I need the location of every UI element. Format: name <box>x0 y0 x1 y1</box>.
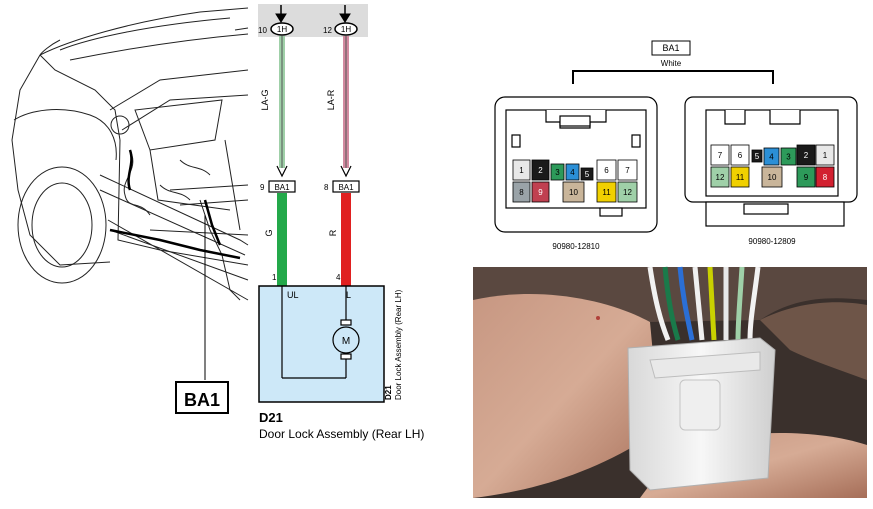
right-connector-cell-6 <box>730 144 750 166</box>
left-connector-cell-1 <box>512 159 531 181</box>
top-pin-num-right: 12 <box>323 26 332 35</box>
left-connector-cell-label: 8 <box>519 188 524 197</box>
left-connector-cell-label: 5 <box>585 170 590 179</box>
mid-pin-code-left: BA1 <box>274 183 290 192</box>
left-connector-cell-6 <box>596 159 617 181</box>
component-side-code: D21 <box>384 385 393 400</box>
right-connector-cell-label: 8 <box>823 173 828 182</box>
wire-upper-left-core <box>281 36 283 168</box>
right-connector-cell-label: 7 <box>718 151 723 160</box>
right-connector-cell-9 <box>796 166 816 188</box>
mid-pin-right-box <box>332 180 360 193</box>
left-connector-cell-10 <box>562 181 585 203</box>
right-connector-cell-label: 11 <box>736 173 745 182</box>
left-connector-cell-label: 12 <box>623 188 632 197</box>
terminal-l: L <box>346 290 351 300</box>
wire-label-lower-right: R <box>328 229 338 236</box>
right-connector-cell-label: 2 <box>804 151 809 160</box>
left-connector-cell-2 <box>531 159 550 181</box>
mid-pin-code-right: BA1 <box>338 183 354 192</box>
right-connector-cell-label: 3 <box>786 153 791 162</box>
right-connector-cell-label: 10 <box>768 173 777 182</box>
left-connector-cell-label: 6 <box>604 166 609 175</box>
right-connector-cell-7 <box>710 144 730 166</box>
left-connector-cell-4 <box>565 163 580 181</box>
left-connector-cell-8 <box>512 181 531 203</box>
right-connector-cell-1 <box>815 144 835 166</box>
left-connector-cell-label: 3 <box>555 168 560 177</box>
component-code: D21 <box>259 410 283 425</box>
right-connector-cell-label: 6 <box>738 151 743 160</box>
wire-upper-right-core <box>345 36 347 168</box>
right-connector-cell-5 <box>751 149 763 163</box>
right-connector-cell-label: 4 <box>769 153 774 162</box>
component-pin-left: 1 <box>272 273 277 282</box>
left-connector-cell-label: 4 <box>570 168 575 177</box>
left-connector-cell-label: 1 <box>519 166 524 175</box>
left-connector-cell-3 <box>550 163 565 181</box>
ba1-callout-box <box>175 381 229 414</box>
left-connector-cell-5 <box>580 167 594 181</box>
left-connector-cell-11 <box>596 181 617 203</box>
left-part-number: 90980-12810 <box>552 242 600 251</box>
right-connector-cell-4 <box>763 147 780 166</box>
vehicle-harness-dark <box>109 149 241 260</box>
right-part-number: 90980-12809 <box>748 237 796 246</box>
left-connector-cell-label: 11 <box>602 188 611 197</box>
component-pin-right: 4 <box>336 273 341 282</box>
left-connector-cell-label: 2 <box>538 166 543 175</box>
wire-label-lower-left: G <box>264 229 274 236</box>
mid-pin-num-right: 8 <box>324 183 329 192</box>
right-connector-cell-12 <box>710 166 730 188</box>
top-arrows <box>275 5 351 23</box>
left-connector-cell-label: 7 <box>625 166 630 175</box>
motor-circuit <box>281 286 360 379</box>
right-connector-cell-label: 5 <box>755 152 760 161</box>
top-pin-right-oval <box>334 22 358 36</box>
left-connector-cell-12 <box>617 181 638 203</box>
connector-bracket <box>572 70 774 84</box>
top-pin-num-left: 10 <box>258 26 267 35</box>
connector-color: White <box>661 59 682 68</box>
top-pin-code-right: 1H <box>341 25 351 34</box>
right-connector-cell-label: 12 <box>716 173 725 182</box>
right-connector-cell-11 <box>730 166 750 188</box>
component-name: Door Lock Assembly (Rear LH) <box>259 427 424 441</box>
wire-label-upper-left: LA-G <box>260 89 270 110</box>
terminal-ul: UL <box>287 290 299 300</box>
left-connector-cell-label: 10 <box>569 188 578 197</box>
ba1-callout-label: BA1 <box>184 390 220 410</box>
wire-lower-right <box>341 193 351 286</box>
connector-title-box <box>651 40 691 56</box>
left-connector-cell-label: 9 <box>538 188 543 197</box>
motor-symbol: M <box>342 336 350 347</box>
mid-arrows <box>276 165 352 178</box>
right-connector-cell-8 <box>815 166 835 188</box>
component-side-name: Door Lock Assembly (Rear LH) <box>394 289 403 400</box>
left-connector-cell-9 <box>531 181 550 203</box>
right-connector-cell-3 <box>780 147 797 166</box>
mid-pin-left-box <box>268 180 296 193</box>
connector-photo <box>473 266 867 498</box>
door-lock-component-box <box>258 285 385 403</box>
top-pin-code-left: 1H <box>277 25 287 34</box>
right-connector-cell-2 <box>796 144 816 166</box>
right-connector-cell-label: 9 <box>804 173 809 182</box>
mid-pin-num-left: 9 <box>260 183 265 192</box>
left-connector-cell-7 <box>617 159 638 181</box>
wire-lower-left <box>277 193 287 286</box>
right-connector-cell-label: 1 <box>823 151 828 160</box>
connector-title: BA1 <box>662 43 679 53</box>
right-connector-cell-10 <box>761 166 783 188</box>
wire-label-upper-right: LA-R <box>326 89 336 110</box>
top-pin-left-oval <box>270 22 294 36</box>
